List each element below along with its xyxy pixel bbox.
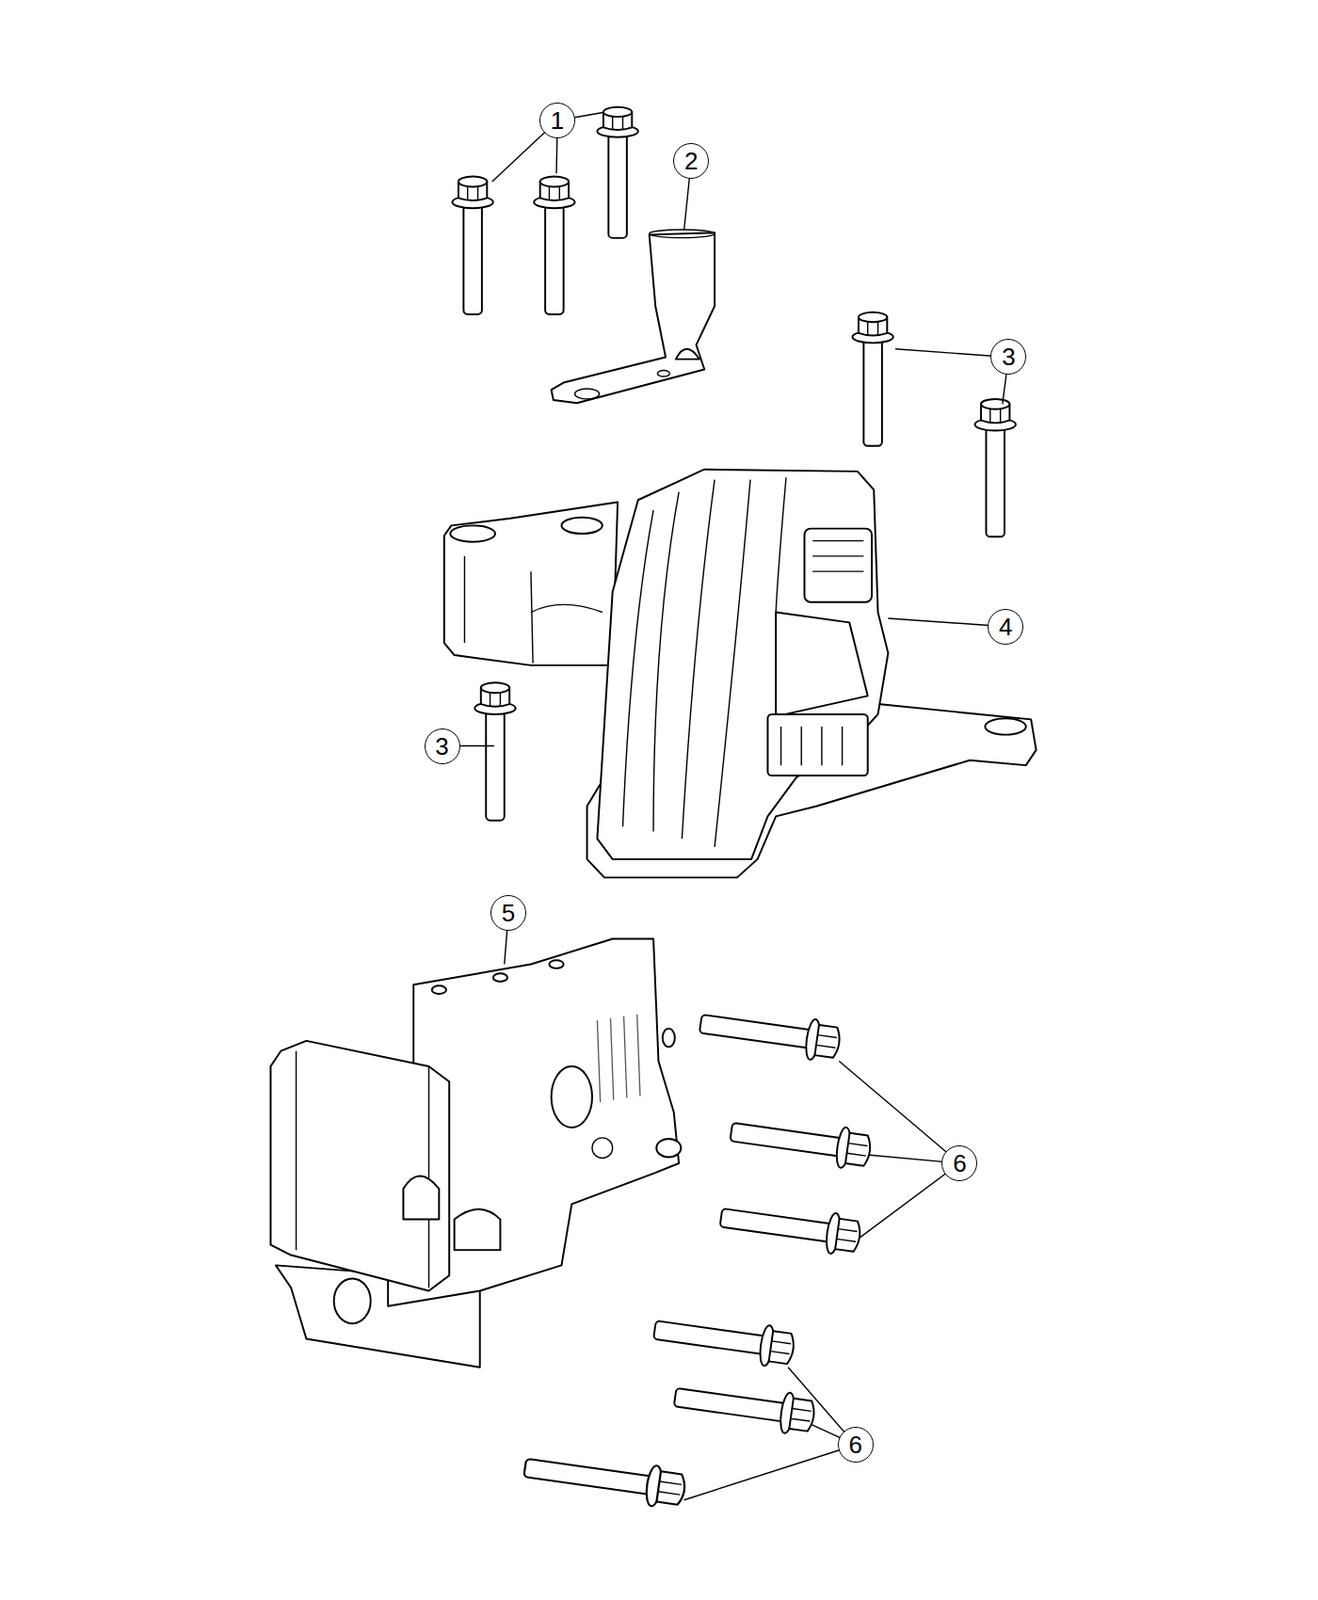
callout-number: 2: [684, 148, 698, 174]
callout-circle: 4: [987, 609, 1024, 645]
callout-number: 1: [550, 108, 564, 133]
callout-circle: 6: [837, 1427, 874, 1463]
callout-number: 3: [434, 734, 449, 759]
callout-number: 4: [998, 614, 1013, 640]
callout-circle: 6: [941, 1145, 978, 1182]
callout-circle: 3: [424, 728, 461, 765]
callout-circle: 1: [539, 102, 576, 139]
callout-circle: 3: [990, 338, 1027, 375]
callout-circle: 2: [673, 143, 709, 179]
callout-number: 6: [849, 1432, 863, 1458]
callout-number: 6: [952, 1151, 966, 1176]
callout-number: 3: [1001, 344, 1015, 370]
callout-number: 5: [501, 900, 515, 926]
callout-circle: 5: [490, 895, 527, 932]
